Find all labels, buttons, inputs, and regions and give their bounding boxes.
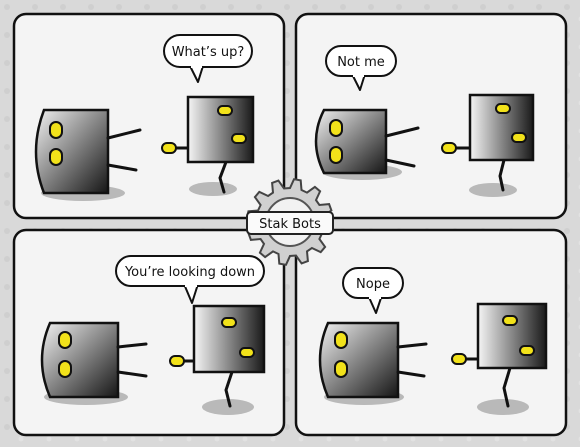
left-robot (318, 321, 428, 399)
robot-leg (502, 366, 512, 408)
robot-eye (58, 360, 72, 378)
robot-eye (502, 315, 518, 326)
bubble-text: Nope (356, 277, 390, 292)
robot-shadow (189, 182, 237, 196)
panel-3: You’re looking down (12, 228, 286, 437)
robot-eye (519, 345, 535, 356)
robot-eye (329, 146, 343, 164)
robot-eye (49, 148, 63, 166)
robot-eye (334, 360, 348, 378)
robot-leg (218, 160, 228, 194)
robot-leg (498, 158, 506, 192)
robot-eye (221, 317, 237, 328)
robot-eye (511, 132, 527, 143)
robot-arm (106, 163, 138, 172)
logo-banner (246, 211, 334, 235)
robot-eye (58, 331, 72, 349)
robot-shadow (469, 183, 517, 197)
robot-hand (161, 142, 177, 154)
robot-arm (116, 342, 148, 349)
robot-body (34, 108, 110, 195)
robot-hand (441, 142, 457, 154)
left-robot (40, 321, 148, 399)
right-robot (161, 95, 255, 194)
robot-eye (495, 103, 511, 114)
robot-body (318, 321, 400, 399)
left-robot (34, 108, 142, 195)
robot-eye (329, 119, 343, 137)
robot-body (314, 108, 388, 175)
right-robot (169, 304, 266, 408)
robot-eye (231, 133, 247, 144)
robot-arm (396, 342, 428, 349)
panel-2: Not me (294, 12, 568, 220)
logo-text: Stak Bots (259, 217, 321, 232)
robot-arm (384, 158, 416, 168)
robot-hand (451, 353, 467, 365)
panel-4: Nope (294, 228, 568, 437)
right-robot (451, 302, 548, 408)
robot-arm (106, 128, 142, 140)
robot-eye (334, 331, 348, 349)
robot-body (468, 93, 535, 162)
robot-eye (49, 121, 63, 139)
robot-body (186, 95, 255, 164)
robot-arm (384, 126, 420, 138)
robot-shadow (202, 399, 254, 415)
right-robot (441, 93, 535, 192)
speech-bubble: Nope (342, 267, 404, 314)
robot-body (192, 304, 266, 374)
robot-arm (396, 370, 426, 378)
bubble-text: You’re looking down (124, 265, 255, 280)
robot-eye (217, 105, 233, 116)
panel-1: What’s up? (12, 12, 286, 220)
robot-body (476, 302, 548, 370)
robot-arm (116, 370, 148, 378)
speech-bubble: What’s up? (163, 34, 253, 83)
speech-bubble: You’re looking down (115, 255, 265, 304)
speech-bubble: Not me (325, 45, 397, 91)
robot-leg (224, 370, 234, 408)
bubble-text: What’s up? (172, 45, 245, 60)
robot-eye (239, 347, 255, 358)
stak-bots-logo: Stak Bots (246, 178, 334, 266)
bubble-text: Not me (337, 55, 385, 70)
robot-body (40, 321, 120, 399)
robot-hand (169, 355, 185, 367)
left-robot (314, 108, 420, 175)
robot-shadow (477, 399, 529, 415)
